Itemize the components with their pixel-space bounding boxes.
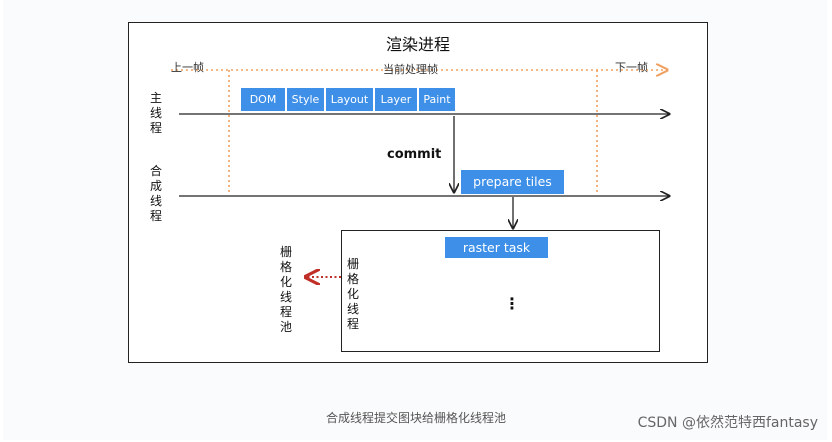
stage-layer: Layer	[375, 88, 417, 111]
figure-caption: 合成线程提交图块给栅格化线程池	[325, 411, 506, 425]
stage-dom: DOM	[241, 88, 285, 111]
diagram-title: 渲染进程	[385, 35, 450, 54]
render-process-diagram: 渲染进程 上一	[128, 22, 708, 363]
prev-frame-label: 上一帧	[171, 61, 204, 74]
csdn-watermark: CSDN @依然范特西fantasy	[637, 415, 818, 431]
main-thread-label: 主线程	[149, 91, 162, 135]
raster-task-box: raster task	[445, 237, 548, 258]
compositor-thread-label: 合成线程	[149, 164, 162, 223]
stage-paint: Paint	[419, 88, 455, 111]
stage-layout: Layout	[326, 88, 373, 111]
current-frame-label: 当前处理帧	[383, 63, 438, 76]
next-frame-label: 下一帧	[615, 61, 648, 74]
stage-style: Style	[287, 88, 324, 111]
raster-pool-label: 栅格化线程池	[279, 245, 292, 334]
commit-label: commit	[387, 147, 442, 162]
more-threads-ellipsis: ⋮	[504, 294, 520, 313]
prepare-tiles-box: prepare tiles	[461, 170, 564, 194]
raster-thread-label: 栅格化线程	[346, 257, 359, 331]
